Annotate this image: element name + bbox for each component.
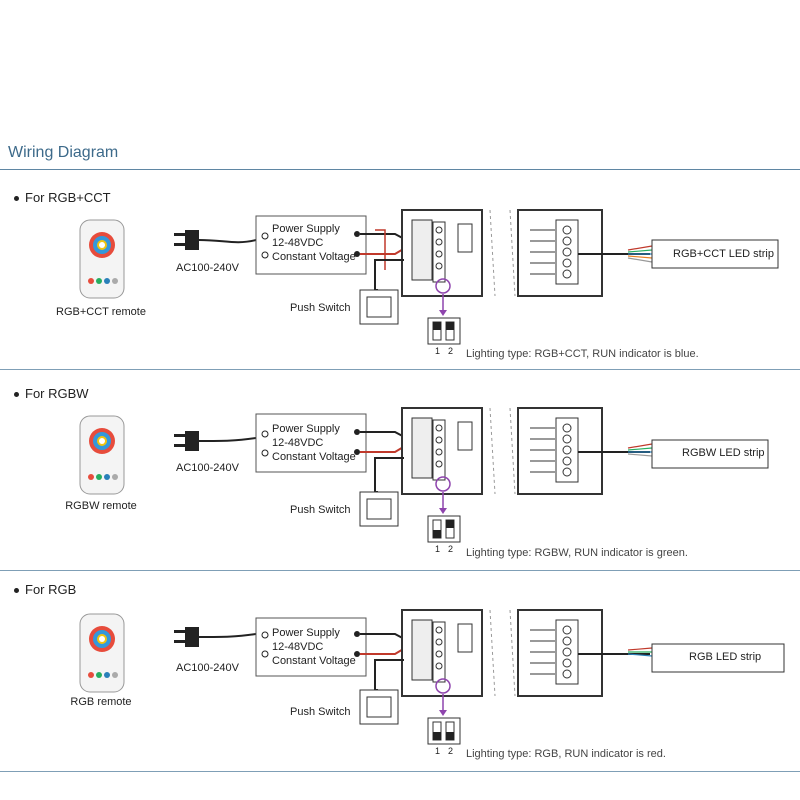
strip-label: RGB LED strip (689, 651, 762, 663)
section-heading: For RGB+CCT (14, 190, 111, 205)
remote-caption: RGB+CCT remote (56, 306, 146, 318)
dip-number-1: 1 (435, 746, 441, 756)
led-strip (651, 239, 779, 269)
push-switch-label: Push Switch (290, 504, 351, 516)
wiring-diagram-rgbw (79, 407, 769, 543)
section-rgbw: For RGBW (0, 386, 800, 576)
power-supply-box (255, 215, 367, 275)
receiver-module-left (401, 209, 483, 297)
remote-icon (79, 219, 125, 299)
power-supply-box (255, 413, 367, 473)
section-rgbcct: For RGB+CCT (0, 190, 800, 380)
ac-label: AC100-240V (176, 662, 239, 674)
section-rgb: For RGB (0, 582, 800, 772)
remote-caption: RGBW remote (65, 500, 137, 512)
lighting-type-text: Lighting type: RGB, RUN indicator is red… (466, 748, 666, 760)
section-separator (0, 369, 800, 370)
remote-icon (79, 415, 125, 495)
strip-label: RGBW LED strip (682, 447, 765, 459)
led-strip (651, 643, 785, 673)
strip-label: RGB+CCT LED strip (673, 248, 774, 260)
power-supply-box (255, 617, 367, 677)
dip-number-1: 1 (435, 346, 441, 356)
plug-icon (174, 627, 257, 647)
push-switch-label: Push Switch (290, 706, 351, 718)
dip-number-2: 2 (448, 346, 454, 356)
led-strip (651, 439, 769, 469)
section-separator (0, 771, 800, 772)
lighting-type-text: Lighting type: RGBW, RUN indicator is gr… (466, 547, 688, 559)
dip-number-2: 2 (448, 544, 454, 554)
dip-number-1: 1 (435, 544, 441, 554)
plug-icon (174, 230, 257, 250)
receiver-module-left (401, 407, 483, 495)
ac-label: AC100-240V (176, 462, 239, 474)
remote-icon (79, 613, 125, 693)
dip-number-2: 2 (448, 746, 454, 756)
title-rule (0, 169, 800, 170)
plug-icon (174, 431, 257, 451)
section-heading: For RGB (14, 582, 76, 597)
lighting-type-text: Lighting type: RGB+CCT, RUN indicator is… (466, 348, 699, 360)
ac-label: AC100-240V (176, 262, 239, 274)
receiver-module-left (401, 609, 483, 697)
push-switch-icon (359, 491, 399, 527)
wiring-diagram-rgbcct (79, 209, 779, 345)
wiring-diagram-rgb (79, 609, 785, 745)
section-separator (0, 570, 800, 571)
push-switch-label: Push Switch (290, 302, 351, 314)
remote-caption: RGB remote (70, 696, 132, 708)
page-title: Wiring Diagram (8, 144, 119, 161)
section-heading: For RGBW (14, 386, 89, 401)
